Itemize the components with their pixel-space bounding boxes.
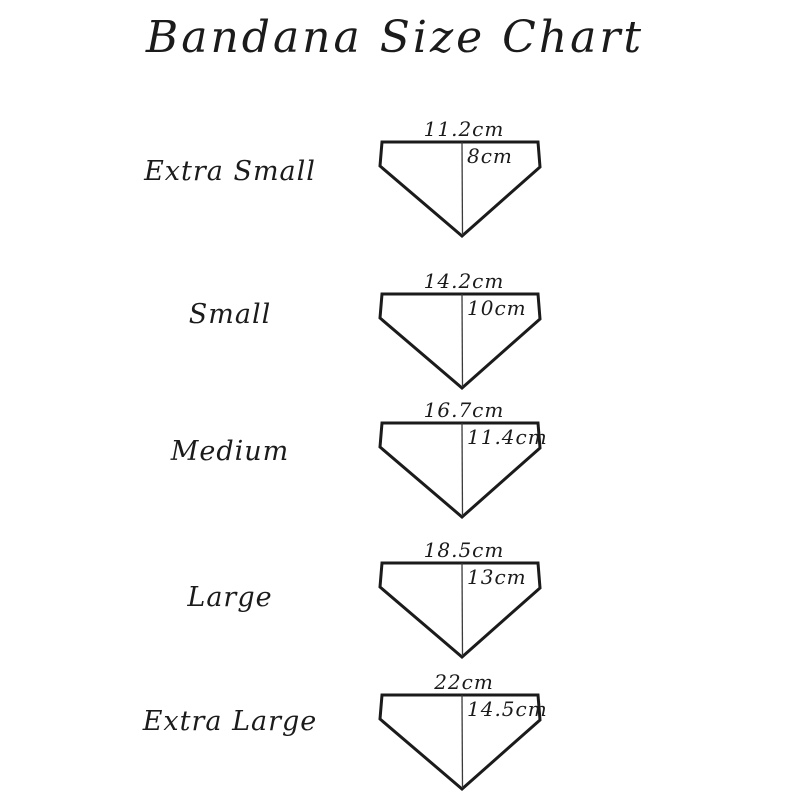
size-label-small: Small	[188, 299, 272, 330]
size-label-medium: Medium	[170, 436, 290, 467]
width-dimension-label: 22cm	[433, 670, 494, 694]
size-label-extra-small: Extra Small	[144, 156, 316, 187]
bandana-outline	[378, 561, 542, 659]
size-label-large: Large	[187, 582, 273, 613]
bandana-diagram-small: 14.2cm 10cm	[378, 269, 542, 390]
bandana-outline	[378, 292, 542, 390]
height-dimension-label: 11.4cm	[467, 425, 548, 449]
width-dimension-label: 11.2cm	[424, 117, 505, 141]
height-dimension-line	[461, 694, 464, 789]
height-dimension-line	[461, 422, 464, 517]
bandana-diagram-medium: 16.7cm 11.4cm	[378, 398, 548, 519]
bandana-diagram-large: 18.5cm 13cm	[378, 538, 542, 659]
bandana-outline	[378, 693, 542, 791]
width-dimension-label: 14.2cm	[424, 269, 505, 293]
size-label-extra-large: Extra Large	[142, 706, 318, 737]
height-dimension-label: 14.5cm	[467, 697, 548, 721]
height-dimension-line	[461, 141, 464, 236]
bandana-outline	[378, 140, 542, 238]
height-dimension-label: 13cm	[467, 565, 527, 589]
bandana-diagram-extra-large: 22cm 14.5cm	[378, 670, 548, 791]
height-dimension-label: 8cm	[467, 144, 513, 168]
height-dimension-line	[461, 562, 464, 657]
height-dimension-line	[461, 293, 464, 388]
height-dimension-label: 10cm	[467, 296, 527, 320]
page-title: Bandana Size Chart	[145, 12, 645, 63]
width-dimension-label: 16.7cm	[424, 398, 505, 422]
width-dimension-label: 18.5cm	[424, 538, 505, 562]
bandana-diagram-extra-small: 11.2cm 8cm	[378, 117, 542, 238]
bandana-outline	[378, 421, 542, 519]
